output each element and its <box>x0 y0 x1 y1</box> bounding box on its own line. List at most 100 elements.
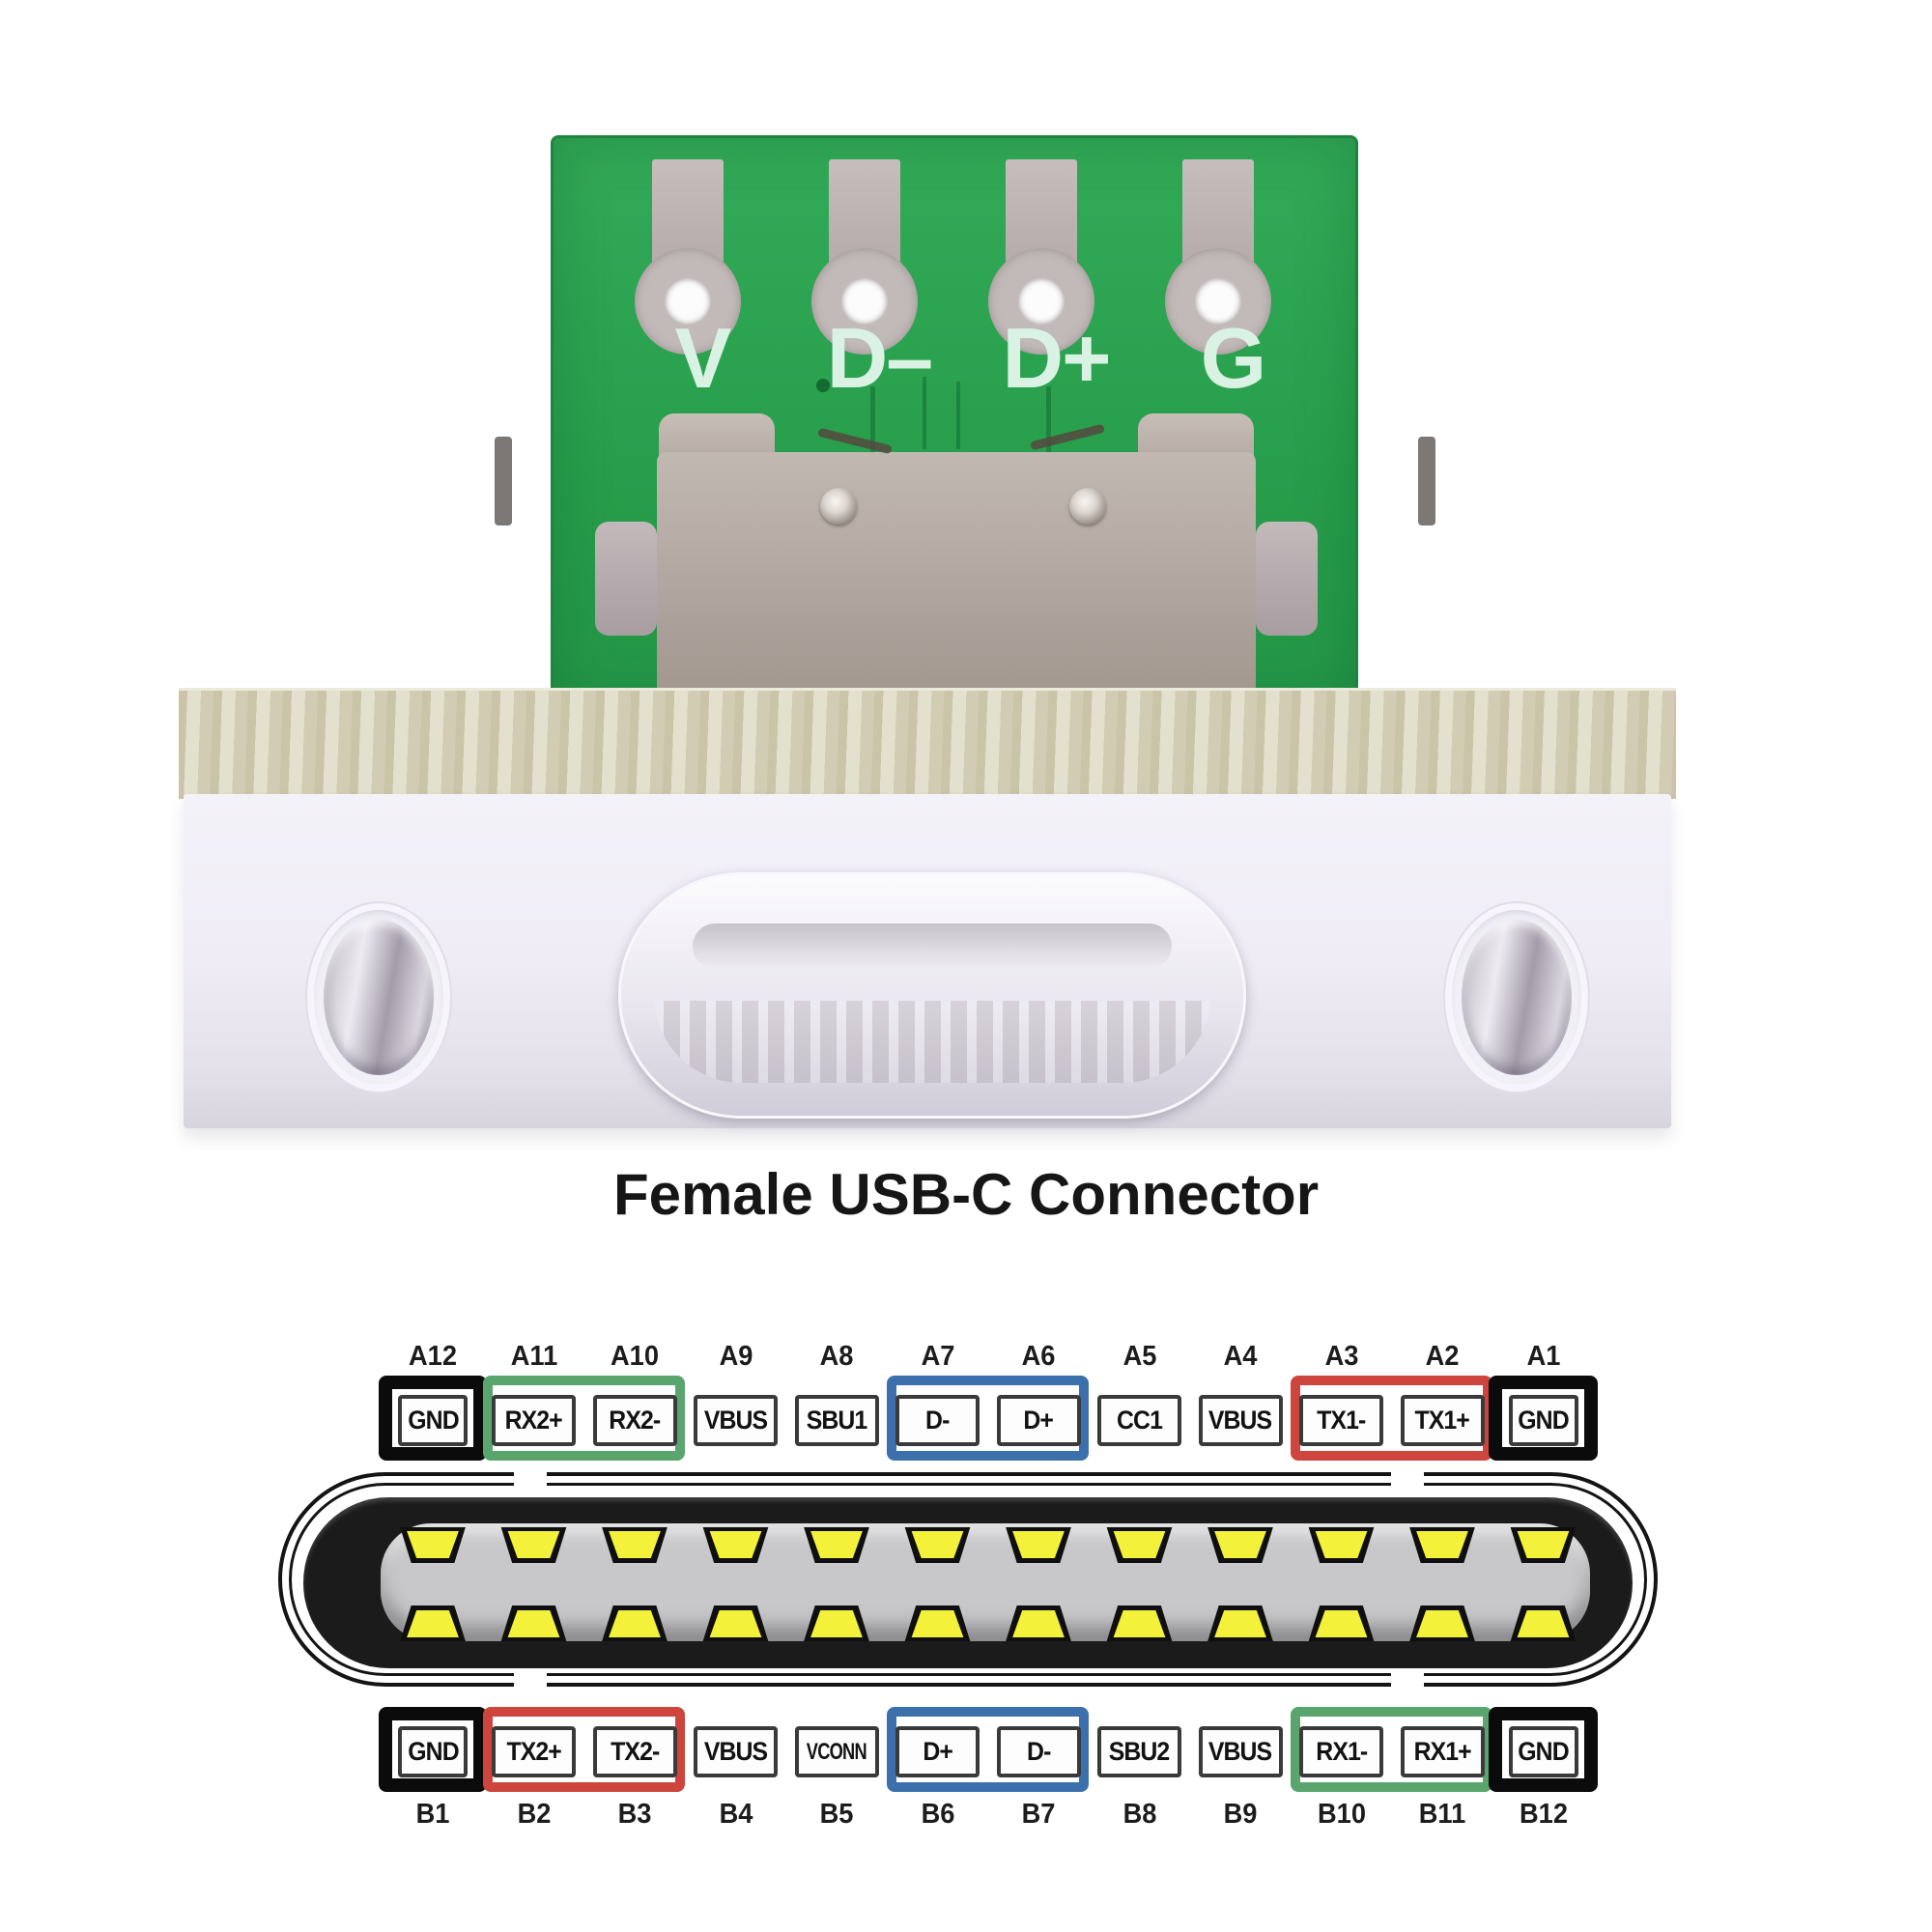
mounting-pin <box>324 920 434 1075</box>
pin-box: VBUS <box>694 1726 778 1777</box>
pin-box: RX2- <box>592 1395 677 1446</box>
pin-number-label: B4 <box>719 1799 753 1830</box>
pin-box-label: SBU1 <box>806 1406 868 1435</box>
pin-box-label: RX2+ <box>504 1406 563 1435</box>
pin-number-label: B10 <box>1317 1799 1366 1830</box>
connector-pin <box>1510 1527 1577 1563</box>
pin-number-label: A6 <box>1021 1341 1056 1372</box>
connector-pin <box>904 1527 971 1563</box>
pin-box-label: RX1+ <box>1413 1737 1471 1766</box>
pin-group-bracket-green <box>483 1376 686 1461</box>
pin-group-bracket-green <box>1291 1707 1493 1792</box>
pin-box: RX1+ <box>1400 1726 1485 1777</box>
silkscreen-label: D+ <box>1002 310 1112 406</box>
connector-pin <box>400 1527 466 1563</box>
pin-box-label: D- <box>1026 1737 1051 1766</box>
mounting-hole-left <box>307 903 450 1092</box>
connector-pin <box>602 1527 668 1563</box>
pin-box: D+ <box>996 1395 1081 1446</box>
connector-pin <box>702 1527 769 1563</box>
solder-pad-hole <box>665 278 711 325</box>
pin-number-label: B8 <box>1122 1799 1156 1830</box>
pin-box: VCONN <box>794 1726 879 1777</box>
pin-number-label: A5 <box>1122 1341 1156 1372</box>
pin-box: GND <box>398 1726 468 1777</box>
pin-box: TX2- <box>592 1726 677 1777</box>
connector-pin <box>804 1527 869 1563</box>
pin-box: RX1- <box>1299 1726 1383 1777</box>
pin-box: SBU2 <box>1097 1726 1181 1777</box>
receptacle-shadow <box>495 437 512 526</box>
connector-pin <box>1106 1527 1173 1563</box>
plate-top-edge <box>179 688 1676 799</box>
usbc-port-opening <box>654 908 1210 1083</box>
pin-group-bracket-black <box>1489 1707 1598 1792</box>
pin-box-label: TX2+ <box>506 1737 561 1766</box>
receptacle-body <box>657 452 1256 696</box>
caption: Female USB-C Connector <box>612 1162 1320 1227</box>
pin-box-label: RX2- <box>609 1406 662 1435</box>
usbc-outline-ring <box>278 1472 1658 1687</box>
pin-box: TX1- <box>1299 1395 1383 1446</box>
solder-pad-hole <box>1195 278 1241 325</box>
pin-box: VBUS <box>1198 1726 1283 1777</box>
pin-box: VBUS <box>694 1395 778 1446</box>
solder-pad-hole <box>841 278 888 325</box>
receptacle-side-tab <box>595 522 657 636</box>
pin-group-bracket-blue <box>887 1707 1090 1792</box>
pin-box-label: TX1+ <box>1414 1406 1470 1435</box>
shell-notch <box>514 1467 547 1489</box>
pin-box: D- <box>895 1395 980 1446</box>
pin-box-label: GND <box>1518 1406 1569 1435</box>
pin-number-label: A10 <box>610 1341 659 1372</box>
pin-box: D+ <box>895 1726 980 1777</box>
pin-group-bracket-blue <box>887 1376 1090 1461</box>
pin-box-label: D+ <box>1023 1406 1055 1435</box>
pin-box-label: VBUS <box>1208 1406 1272 1435</box>
pin-box-label: CC1 <box>1117 1406 1163 1435</box>
pin-box: CC1 <box>1097 1395 1181 1446</box>
pin-box: TX1+ <box>1400 1395 1485 1446</box>
pin-number-label: B6 <box>921 1799 954 1830</box>
pin-box: D- <box>996 1726 1081 1777</box>
pin-number-label: B5 <box>819 1799 854 1830</box>
pin-number-label: A4 <box>1223 1341 1258 1372</box>
pin-number-label: B3 <box>617 1799 652 1830</box>
pin-box: GND <box>1508 1395 1578 1446</box>
pin-box-label: TX2- <box>610 1737 660 1766</box>
receptacle-side-tab <box>1256 522 1318 636</box>
pin-box: VBUS <box>1198 1395 1283 1446</box>
connector-pin <box>1308 1527 1375 1563</box>
pin-box-label: VBUS <box>703 1737 768 1766</box>
pin-number-label: B7 <box>1021 1799 1056 1830</box>
pin-number-label: B2 <box>517 1799 551 1830</box>
pin-box-label: D+ <box>923 1737 953 1766</box>
pin-box: SBU1 <box>794 1395 879 1446</box>
pin-group-bracket-black <box>1489 1376 1598 1461</box>
pin-group-bracket-red <box>483 1707 686 1792</box>
pin-number-label: B11 <box>1418 1799 1466 1830</box>
pin-box: RX2+ <box>492 1395 576 1446</box>
pin-box-label: GND <box>407 1737 459 1766</box>
usbc-tongue-slot <box>381 1523 1590 1641</box>
pin-box-label: VCONN <box>806 1738 867 1765</box>
silkscreen-label: V <box>674 310 732 406</box>
pcb-via <box>816 379 830 392</box>
pcb-trace <box>956 382 960 449</box>
connector-pin <box>500 1527 567 1563</box>
pin-box-label: GND <box>1518 1737 1569 1766</box>
pin-box-label: D- <box>925 1406 950 1435</box>
shell-notch <box>1391 1467 1424 1489</box>
pin-box-label: VBUS <box>1208 1737 1272 1766</box>
receptacle-shadow <box>1418 437 1435 526</box>
mounting-pin <box>1462 920 1572 1075</box>
connector-pin <box>1208 1527 1273 1563</box>
pin-number-label: B9 <box>1223 1799 1258 1830</box>
pin-box-label: GND <box>407 1406 459 1435</box>
pin-number-label: B12 <box>1519 1799 1568 1830</box>
solder-pad-hole <box>1018 278 1065 325</box>
pin-number-label: A2 <box>1425 1341 1460 1372</box>
receptacle-weld-dimple <box>820 488 857 525</box>
pin-box: TX2+ <box>492 1726 576 1777</box>
